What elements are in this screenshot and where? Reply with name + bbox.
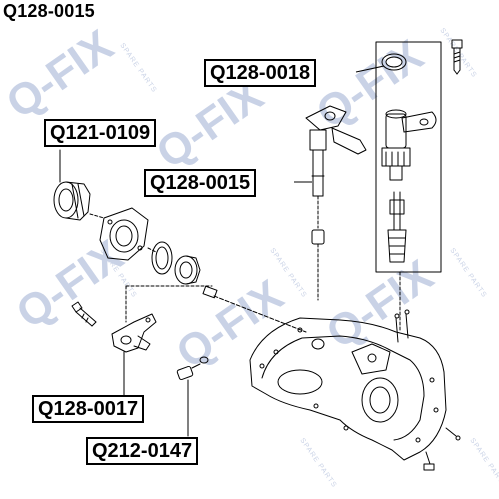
retaining-plate-part	[401, 111, 437, 133]
part-callout-q128-0017[interactable]: Q128-0017	[32, 395, 145, 423]
release-fork-part	[111, 313, 157, 353]
watermark-text: Q-FIX	[318, 251, 442, 358]
plate-hole	[419, 118, 429, 126]
pivot-bolt-part	[71, 301, 97, 327]
shift-shaft-part	[305, 105, 367, 301]
bearing-retainer-part	[89, 207, 149, 261]
watermark-text: Q-FIX	[0, 21, 122, 128]
part-callout-q128-0018[interactable]: Q128-0018	[204, 59, 317, 87]
seal-ring-part	[151, 241, 173, 275]
part-callout-q121-0109[interactable]: Q121-0109	[44, 119, 157, 147]
watermark-tagline: SPARE PARTS	[468, 437, 499, 489]
release-bearing-part	[53, 181, 91, 221]
bolt-part	[451, 39, 463, 75]
oil-seal-part	[174, 255, 201, 285]
speedometer-driven-gear-part	[387, 191, 407, 263]
speedometer-assembly-frame	[375, 41, 442, 273]
watermark-tagline: SPARE PARTS	[448, 247, 487, 299]
watermark-text: Q-FIX	[168, 271, 292, 378]
bushing-part	[202, 285, 218, 299]
part-callout-q128-0015[interactable]: Q128-0015	[144, 169, 257, 197]
watermark-text: Q-FIX	[308, 31, 432, 138]
page-title: Q128-0015	[3, 1, 95, 21]
transmission-housing-part	[249, 309, 461, 471]
leader-line	[147, 247, 157, 253]
reverse-switch-part	[176, 356, 209, 381]
shaft-axis-line	[213, 295, 307, 333]
watermark-tagline: SPARE PARTS	[118, 42, 157, 94]
part-callout-q212-0147[interactable]: Q212-0147	[86, 437, 199, 465]
watermark-tagline: SPARE PARTS	[298, 437, 337, 489]
speedometer-sleeve-part	[381, 109, 411, 181]
o-ring-part	[381, 53, 407, 71]
o-ring-inner	[385, 56, 403, 68]
watermark-tagline: SPARE PARTS	[438, 27, 477, 79]
